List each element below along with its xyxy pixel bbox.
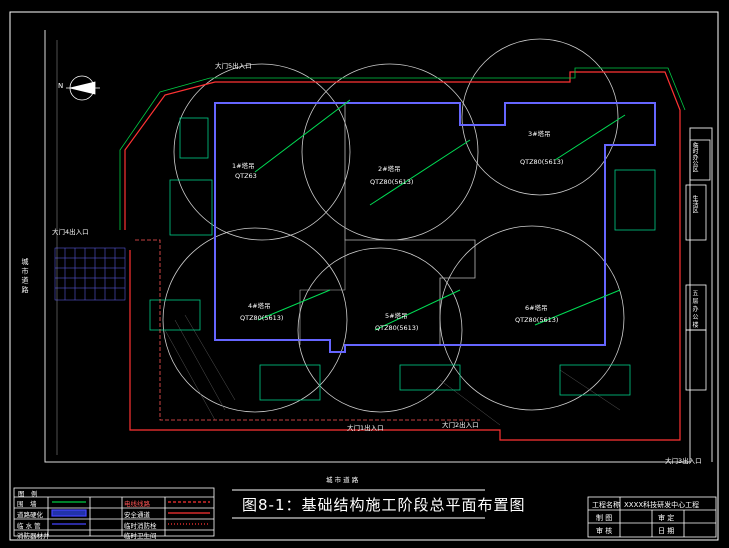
material-yard-grid xyxy=(54,247,126,301)
title-block-review-label: 审 核 xyxy=(596,527,613,535)
crane-arm-lines xyxy=(254,99,626,331)
legend-label: 围 墙 xyxy=(17,500,37,508)
title-block-check-label: 审 定 xyxy=(658,514,675,522)
title-block-project-value: XXXX科技研发中心工程 xyxy=(624,501,700,509)
title-block xyxy=(587,496,717,538)
crane-model: QTZ80(5613) xyxy=(370,178,414,186)
north-arrow-label: N xyxy=(58,82,64,90)
crane-label: 5#塔吊 xyxy=(385,312,408,320)
crane-model: QTZ63 xyxy=(235,172,257,180)
legend-header: 图 例 xyxy=(18,490,38,498)
drawing-title: 图8-1：基础结构施工阶段总平面布置图 xyxy=(242,496,526,514)
east-label: 生活区 xyxy=(691,195,698,213)
east-buildings xyxy=(685,139,711,391)
crane-label: 3#塔吊 xyxy=(528,130,551,138)
legend-label: 道路硬化 xyxy=(17,511,43,519)
site-outline xyxy=(44,30,713,463)
building-inner-grid xyxy=(344,103,476,345)
gate-label: 大门5出入口 xyxy=(215,62,252,70)
crane-coverage-circles xyxy=(162,38,625,413)
crane-model: QTZ80(5613) xyxy=(520,158,564,166)
enclosure-wall xyxy=(124,71,681,441)
drawing-border xyxy=(9,11,719,541)
north-arrow-icon xyxy=(66,75,100,101)
power-line xyxy=(135,239,480,421)
crane-label: 1#塔吊 xyxy=(232,162,255,170)
building-footprint xyxy=(214,102,656,353)
title-block-draw-label: 制 图 xyxy=(596,514,613,522)
hatch-pattern xyxy=(164,314,621,426)
building-inner-grid-2 xyxy=(299,240,346,345)
crane-model: QTZ80(5613) xyxy=(240,314,284,322)
title-block-project-label: 工程名称 xyxy=(592,501,620,509)
crane-label: 4#塔吊 xyxy=(248,302,271,310)
gate-label: 大门1出入口 xyxy=(347,424,384,432)
gate-label: 大门2出入口 xyxy=(442,421,479,429)
legend-label: 临时卫生间 xyxy=(124,532,157,540)
gate-label: 大门4出入口 xyxy=(52,228,89,236)
crane-label: 6#塔吊 xyxy=(525,304,548,312)
crane-model: QTZ80(5613) xyxy=(515,316,559,324)
legend-box xyxy=(13,487,215,537)
legend-label: 电线线路 xyxy=(124,500,150,508)
legend-label: 安全通道 xyxy=(124,511,150,519)
legend-label: 临 水 管 xyxy=(17,522,41,530)
east-label: 临时办公区 xyxy=(691,142,698,172)
title-block-date-label: 日 期 xyxy=(658,527,675,535)
gate-label: 大门3出入口 xyxy=(665,457,702,465)
west-road-label: 城 市 道 路 xyxy=(21,258,29,293)
legend-swatches xyxy=(51,501,210,525)
left-facilities xyxy=(149,117,656,401)
green-wall xyxy=(119,67,686,230)
east-label: 五 层 办 公 楼 xyxy=(691,290,698,328)
crane-label: 2#塔吊 xyxy=(378,165,401,173)
legend-label: 消防器材井 xyxy=(17,532,50,540)
road-label: 城 市 道 路 xyxy=(326,476,359,484)
legend-label: 临时消防栓 xyxy=(124,522,157,530)
crane-model: QTZ80(5613) xyxy=(375,324,419,332)
